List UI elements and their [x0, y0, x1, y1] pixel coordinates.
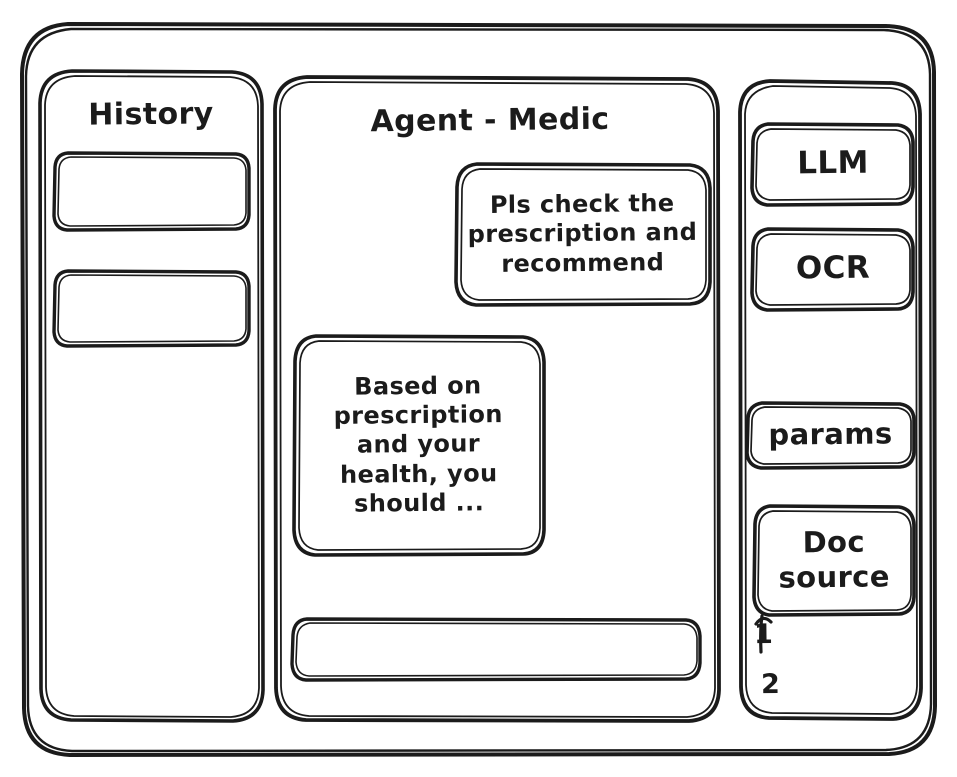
history-list-item[interactable] — [55, 151, 249, 231]
doc-source-item[interactable]: 1 — [753, 618, 774, 650]
message-input[interactable] — [293, 616, 701, 682]
agent-title: Agent - Medic — [370, 101, 610, 139]
user-message-bubble: Pls check the prescription and recommend — [467, 189, 698, 278]
history-list-item[interactable] — [55, 269, 249, 347]
tool-button-params[interactable]: params — [768, 416, 893, 452]
tool-button-llm[interactable]: LLM — [797, 144, 869, 182]
agent-message-bubble: Based on prescription and your health, y… — [333, 371, 503, 518]
doc-source-box[interactable]: Doc source — [778, 524, 891, 595]
doc-source-item[interactable]: 2 — [760, 668, 781, 700]
tool-button-ocr[interactable]: OCR — [795, 249, 871, 287]
history-title: History — [88, 96, 214, 133]
